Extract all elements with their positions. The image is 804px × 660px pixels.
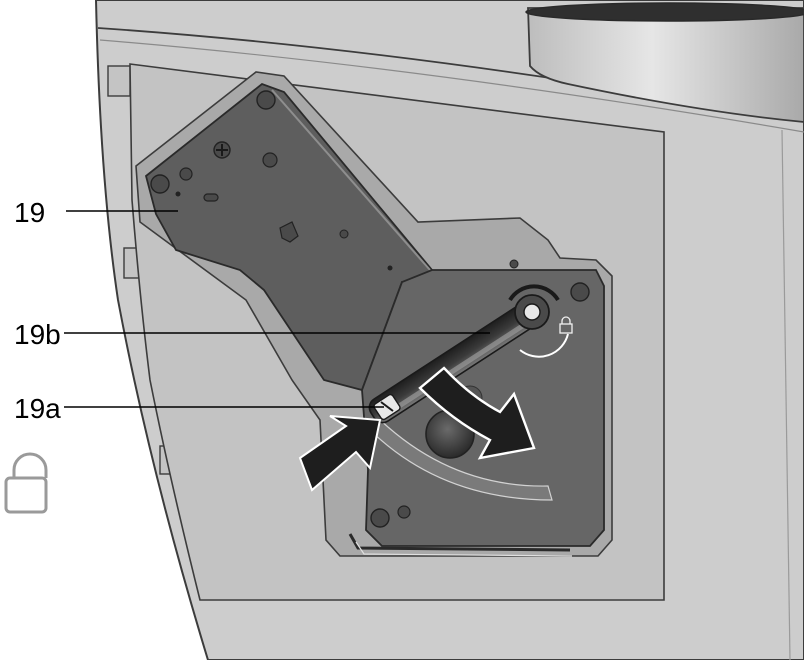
lever-swing-track [369, 414, 553, 501]
plate-screw [262, 152, 278, 168]
plate-screw [256, 90, 276, 110]
lever-pivot-arc [508, 284, 560, 302]
callout-label: 19a [14, 393, 61, 424]
curved-arrow-icon [418, 366, 536, 460]
top-tank [525, 2, 804, 123]
component-19-plate [144, 82, 434, 392]
mount-screw [570, 282, 590, 302]
mount-screw [370, 508, 390, 528]
plate-screw [179, 167, 193, 181]
phillips-screw [213, 141, 231, 159]
mount-screw [397, 505, 411, 519]
bottom-rail [348, 533, 571, 552]
padlock-icon [4, 452, 48, 514]
bottom-rail-hi [355, 541, 573, 557]
lever-pivot-pin [523, 303, 541, 321]
callout-label: 19 [14, 197, 45, 228]
plate-screw [150, 174, 170, 194]
plate-hole [387, 265, 393, 271]
tank-rim [525, 2, 804, 22]
padlock-icon [559, 316, 573, 334]
plate-highlight-edge [271, 89, 431, 271]
callout-19a: 19a [14, 393, 384, 424]
callout-19b: 19b [14, 319, 490, 350]
callout-19: 19 [14, 197, 178, 228]
plate-notch [279, 221, 299, 243]
housing-right-seam [781, 129, 791, 660]
callout-label: 19b [14, 319, 61, 350]
plate-hole [339, 229, 349, 239]
plate-slot [203, 193, 219, 202]
lever-release-tip-19a[interactable] [373, 393, 401, 421]
lever-19b[interactable] [366, 284, 569, 426]
push-arrow-icon [298, 415, 382, 492]
lever-rod-highlight [382, 321, 528, 418]
plate-hole [175, 191, 181, 197]
housing-top-ledge-inner [99, 39, 804, 133]
mount-hole [509, 259, 519, 269]
lever-pivot-arc-hi [519, 333, 569, 358]
tank-body [527, 7, 804, 123]
housing-tab-slot [107, 65, 131, 97]
